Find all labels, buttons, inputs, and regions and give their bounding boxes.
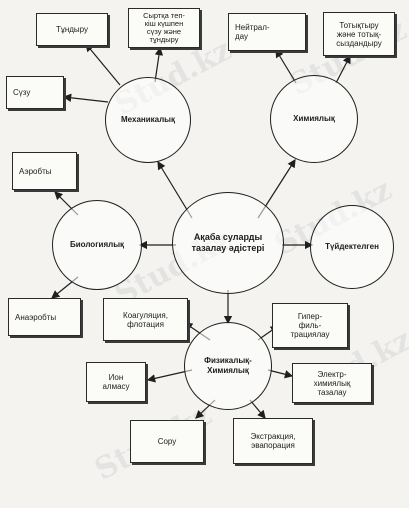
node-aerobic: Аэробты xyxy=(12,152,77,190)
node-ion-exchange: Ион алмасу xyxy=(86,362,146,402)
node-hyperfiltration: Гипер- филь- трациялау xyxy=(272,303,348,348)
node-biological: Биологиялық xyxy=(52,200,142,290)
arrow-to-redox xyxy=(335,54,351,84)
node-center-methods: Ақаба суларды тазалау әдістері xyxy=(172,192,284,294)
node-chemical: Химиялық xyxy=(270,75,358,163)
node-soru: Сору xyxy=(130,420,204,463)
node-extraction: Экстракция, эвапорация xyxy=(233,418,313,464)
node-redox: Тотықтыру және тотық- сыздандыру xyxy=(323,12,395,56)
node-coagulation: Коагуляция, флотация xyxy=(103,298,188,341)
arrow-to-suzu xyxy=(62,93,109,103)
arrow-to-tundyru xyxy=(85,43,121,86)
node-neutralization: Нейтрал- дау xyxy=(228,13,306,51)
arrow-to-neutral xyxy=(275,48,297,84)
node-external-filtration: Сыртқа теп- кіш күшпен сүзу және тұндыру xyxy=(128,8,200,48)
arrow-to-extraction xyxy=(249,399,266,419)
node-distillation: Түйдектелген xyxy=(310,205,394,289)
node-electrochemical: Электр- химиялық тазалау xyxy=(292,363,372,403)
node-anaerobic: Анаэробты xyxy=(8,298,81,336)
arrow-to-electrochem xyxy=(267,369,294,379)
arrow-to-external xyxy=(154,46,164,83)
node-mechanical: Механикалық xyxy=(105,77,191,163)
node-physicochemical: Физикалық- Химиялық xyxy=(184,322,272,410)
node-suzu: Сүзу xyxy=(6,76,64,109)
node-tundyru: Тұндыру xyxy=(36,13,108,46)
